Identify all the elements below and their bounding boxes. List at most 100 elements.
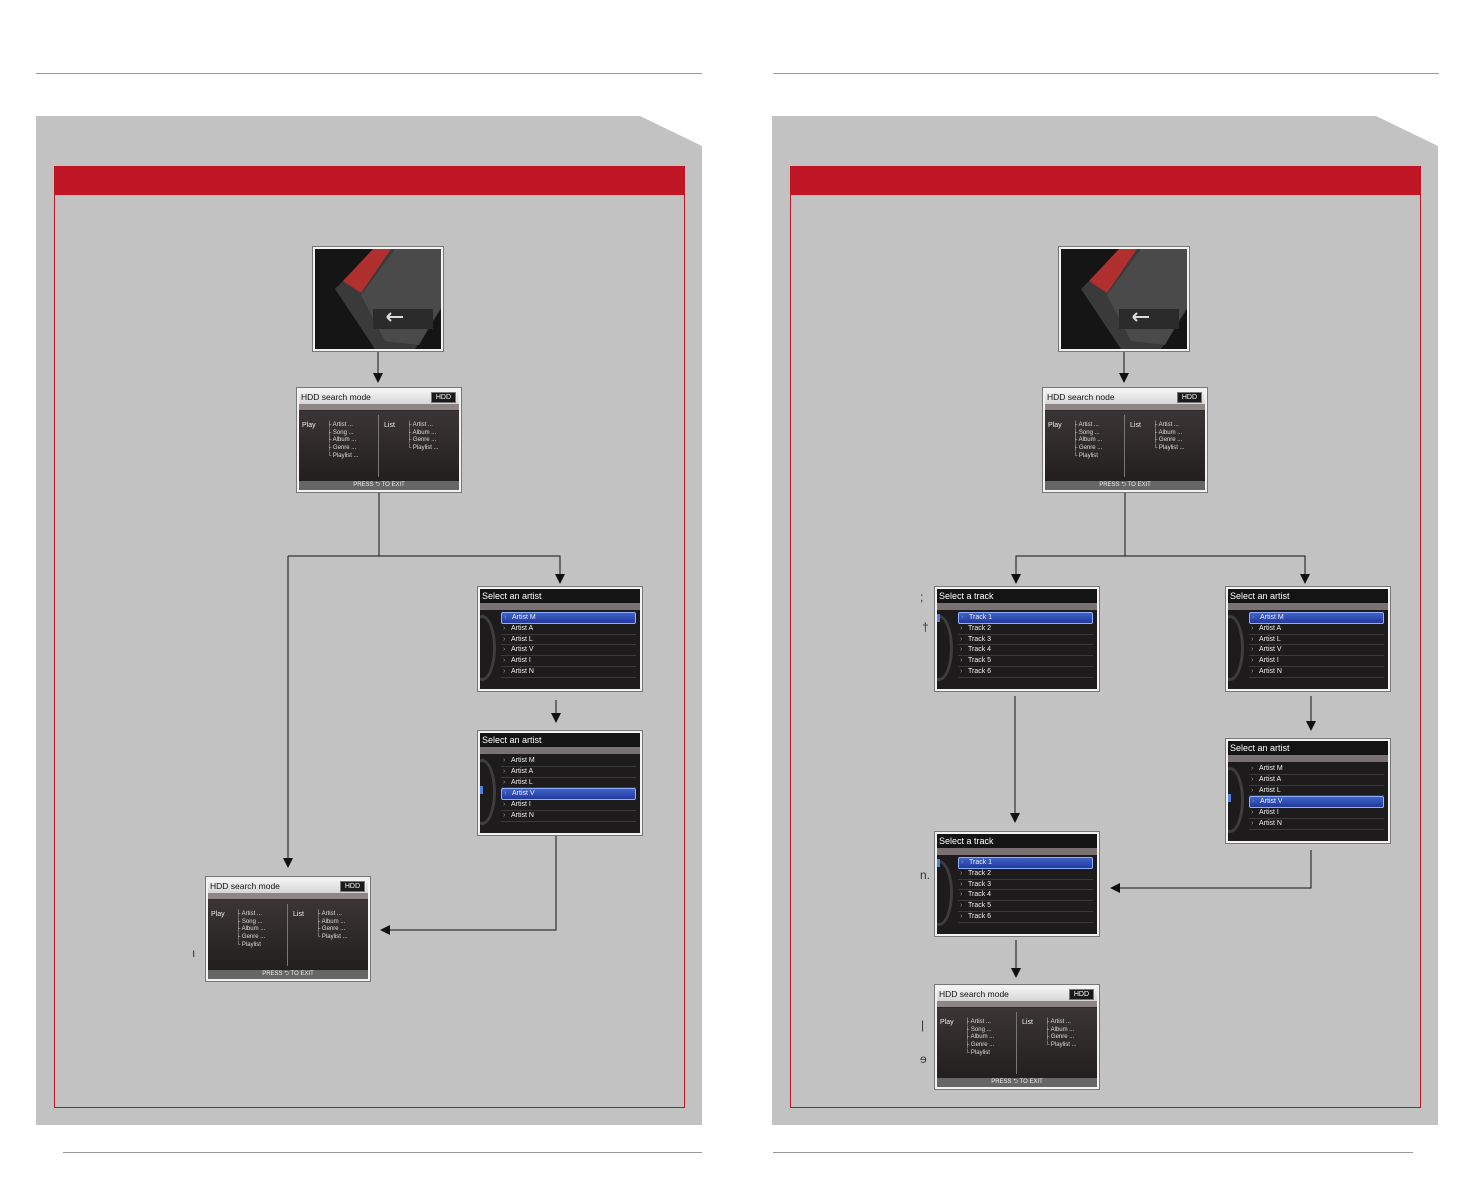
menu-item: ├ Song ... [327,429,354,436]
list-item: Artist M [1249,764,1384,775]
play-items: ├ Artist ...├ Song ...├ Album ...├ Genre… [965,1019,994,1058]
menu-item: ├ Genre ... [407,437,437,444]
menu-item: ├ Album ... [236,926,266,933]
list-item: Artist A [501,624,636,635]
screen-title: HDD search mode [210,881,280,891]
menu-item: └ Playlist [236,941,261,948]
track-list-screen-result: Select a track Track 1Track 2Track 3 Trac… [935,832,1099,936]
play-label: Play [302,422,316,429]
list-item: Artist A [501,767,636,778]
list-item: Artist M [501,612,636,624]
menu-item: ├ Artist ... [1073,422,1099,428]
list-item: Track 3 [958,880,1093,891]
menu-item: ├ Artist ... [316,911,342,917]
list-item: Artist N [501,667,636,678]
screen-title: HDD search mode [939,989,1009,999]
list-item: Artist L [1249,635,1384,646]
edge-fragment: ɘ [920,1052,927,1066]
list-item: Artist V [501,788,636,801]
menu-item: └ Playlist ... [407,445,439,452]
hdd-badge: HDD [430,392,456,403]
screen-title: Select a track [937,834,1097,848]
bottom-rule-left [63,1152,702,1153]
menu-item: ├ Genre ... [1045,1034,1075,1041]
menu-item: └ Playlist ... [327,452,359,459]
list-item: Track 5 [958,656,1093,667]
list-item: Track 2 [958,624,1093,635]
back-button-photo [1059,247,1189,351]
screen-title: Select an artist [480,589,640,603]
edge-fragment: ı [192,946,196,960]
top-rule-left [36,73,702,74]
play-label: Play [940,1019,954,1026]
list-item: Artist M [1249,612,1384,624]
list-items: ├ Artist ...├ Album ...├ Genre ...└ Play… [1153,422,1185,453]
list-item: Track 6 [958,912,1093,923]
list-item: Artist I [1249,656,1384,667]
list-item: Artist L [501,778,636,789]
list-label: List [384,422,395,429]
list-items: ├ Artist ...├ Album ...├ Genre ...└ Play… [316,911,348,942]
menu-item: ├ Song ... [236,918,263,925]
menu-item: ├ Genre ... [1153,437,1183,444]
list-item: Artist A [1249,624,1384,635]
left-panel-corner [640,116,702,146]
artist-list-screen: Select an artist Artist MArtist AArtist … [478,587,642,691]
list-item: Artist A [1249,775,1384,786]
menu-item: ├ Artist ... [1153,422,1179,428]
artist-list-screen: Select an artist Artist MArtist AArtist … [1226,587,1390,691]
menu-item: ├ Album ... [1045,1026,1075,1033]
screen-title: Select an artist [1228,741,1388,755]
exit-hint: PRESS ⮌ TO EXIT [1045,481,1205,490]
menu-item: └ Playlist ... [1153,445,1185,452]
list-item: Track 2 [958,869,1093,880]
list-item: Track 1 [958,612,1093,624]
list-label: List [293,911,304,918]
hdd-menu-screen: HDD search mode HDD Play ├ Artist ...├ So… [297,388,461,492]
menu-item: ├ Artist ... [236,911,262,917]
right-content-frame [790,194,1421,1108]
list-item: Artist V [1249,645,1384,657]
menu-item: ├ Artist ... [1045,1019,1071,1025]
list-item: Artist I [501,800,636,811]
menu-item: ├ Album ... [1073,437,1103,444]
list-item: Track 3 [958,635,1093,646]
list-item: Track 4 [958,645,1093,657]
menu-item: ├ Album ... [327,437,357,444]
bottom-rule-right [773,1152,1413,1153]
hdd-badge: HDD [339,881,365,892]
list-items: ├ Artist ...├ Album ...├ Genre ...└ Play… [407,422,439,453]
menu-item: └ Playlist [1073,452,1098,459]
screen-title: HDD search mode [301,392,371,402]
edge-fragment: | [921,1018,925,1032]
list-label: List [1022,1019,1033,1026]
play-label: Play [1048,422,1062,429]
play-label: Play [211,911,225,918]
menu-item: ├ Genre ... [236,934,266,941]
hdd-badge: HDD [1176,392,1202,403]
menu-item: └ Playlist [965,1049,990,1056]
list-item: Track 5 [958,901,1093,912]
play-items: ├ Artist ...├ Song ...├ Album ...├ Genre… [327,422,359,461]
left-content-frame [54,194,685,1108]
list-item: Track 1 [958,857,1093,869]
top-rule-right [773,73,1439,74]
edge-fragment: ; [920,590,924,604]
menu-item: ├ Album ... [1153,429,1183,436]
screen-title: HDD search node [1047,392,1115,402]
menu-item: ├ Genre ... [316,926,346,933]
exit-hint: PRESS ⮌ TO EXIT [208,970,368,979]
artist-list-screen-scrolled: Select an artist Artist MArtist AArtist … [478,731,642,835]
menu-item: ├ Album ... [316,918,346,925]
list-item: Artist N [501,811,636,822]
list-item: Artist L [501,635,636,646]
list-item: Artist N [1249,819,1384,830]
exit-hint: PRESS ⮌ TO EXIT [937,1078,1097,1087]
menu-item: ├ Song ... [1073,429,1100,436]
list-item: Artist V [501,645,636,657]
menu-item: ├ Artist ... [965,1019,991,1025]
menu-item: ├ Album ... [407,429,437,436]
